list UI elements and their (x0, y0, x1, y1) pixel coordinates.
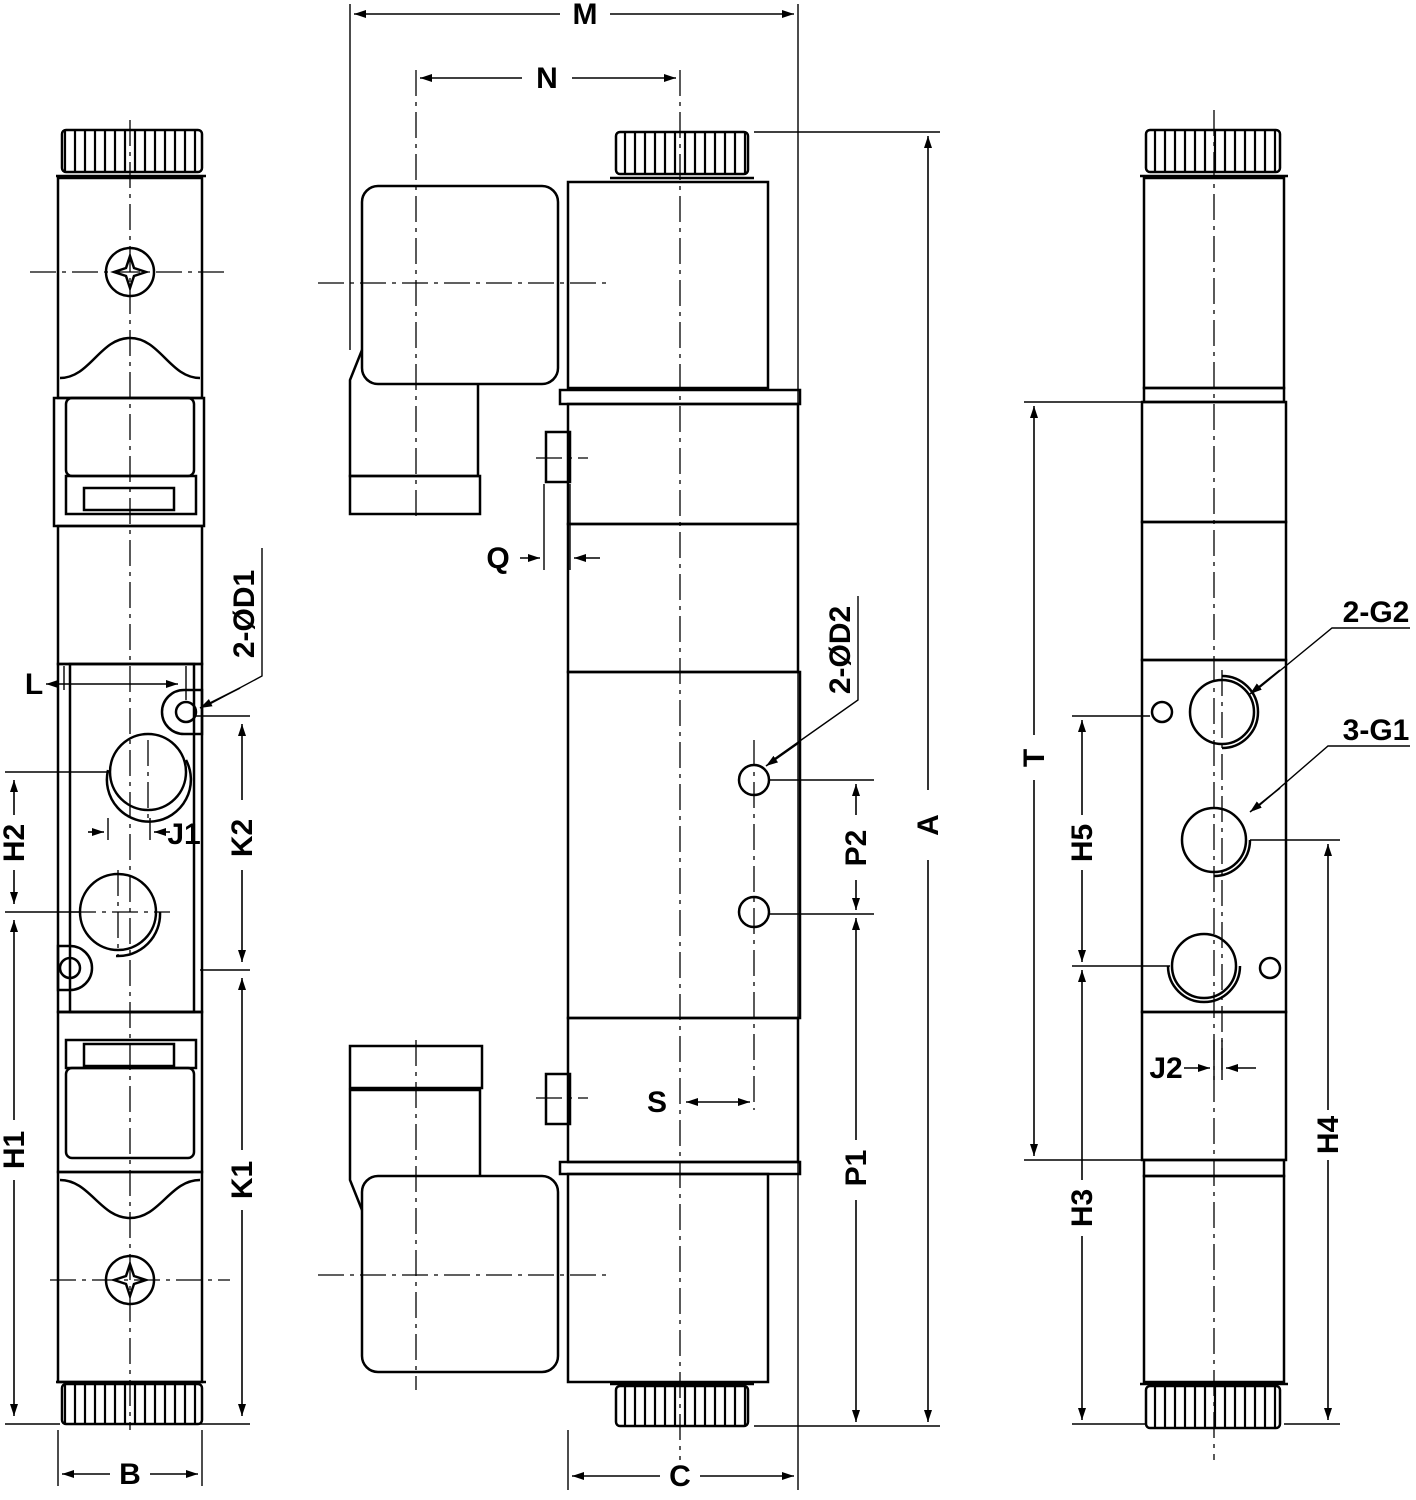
label-S: S (647, 1086, 667, 1119)
label-J2: J2 (1149, 1052, 1182, 1085)
label-Q: Q (486, 542, 509, 575)
lower-coil-housing (566, 1172, 770, 1384)
left-side-view (30, 120, 230, 1430)
label-P2: P2 (840, 830, 873, 867)
label-M: M (573, 0, 598, 31)
label-H5: H5 (1066, 824, 1099, 862)
top-knurled-nut (60, 128, 204, 174)
label-H2: H2 (0, 824, 31, 862)
port-lower (78, 872, 162, 958)
center-front-view (318, 70, 802, 1460)
right-bottom-knurled-nut (1144, 1384, 1282, 1430)
right-side-view (1140, 110, 1288, 1460)
label-B: B (119, 1458, 141, 1491)
right-view-dimensions (1024, 401, 1410, 1425)
label-K2: K2 (226, 819, 259, 857)
label-H4: H4 (1312, 1116, 1345, 1155)
bottom-knurled-nut (60, 1382, 204, 1426)
label-H1: H1 (0, 1131, 31, 1169)
lower-connector-plug (360, 1174, 560, 1374)
label-D2: 2-ØD2 (824, 606, 857, 694)
label-H3: H3 (1066, 1189, 1099, 1227)
label-K1: K1 (226, 1161, 259, 1199)
mounting-hole-bottom (56, 944, 94, 992)
center-view-dimensions (349, 4, 940, 1490)
label-P1: P1 (840, 1150, 873, 1187)
upper-connector-plug (360, 184, 560, 386)
upper-coil-housing (566, 180, 770, 390)
label-J1: J1 (167, 818, 200, 851)
port-g1-middle (1180, 806, 1252, 878)
center-bottom-knurled-nut (614, 1384, 750, 1428)
label-G1: 3-G1 (1343, 714, 1410, 747)
port-upper (105, 732, 193, 823)
label-D1: 2-ØD1 (228, 570, 261, 658)
port-g2-upper (1188, 674, 1260, 750)
center-top-knurled-nut (614, 130, 750, 176)
label-C: C (669, 1460, 691, 1493)
port-plate (566, 670, 802, 1020)
right-top-knurled-nut (1144, 128, 1282, 174)
label-A: A (912, 814, 945, 836)
mounting-hole-top (160, 688, 204, 736)
valve-body-center (566, 402, 800, 526)
label-L: L (25, 668, 43, 701)
port-g2-lower (1166, 932, 1242, 1004)
label-T: T (1018, 749, 1051, 767)
label-N: N (536, 62, 558, 95)
label-G2: 2-G2 (1343, 596, 1410, 629)
left-view-dimensions (5, 548, 263, 1486)
